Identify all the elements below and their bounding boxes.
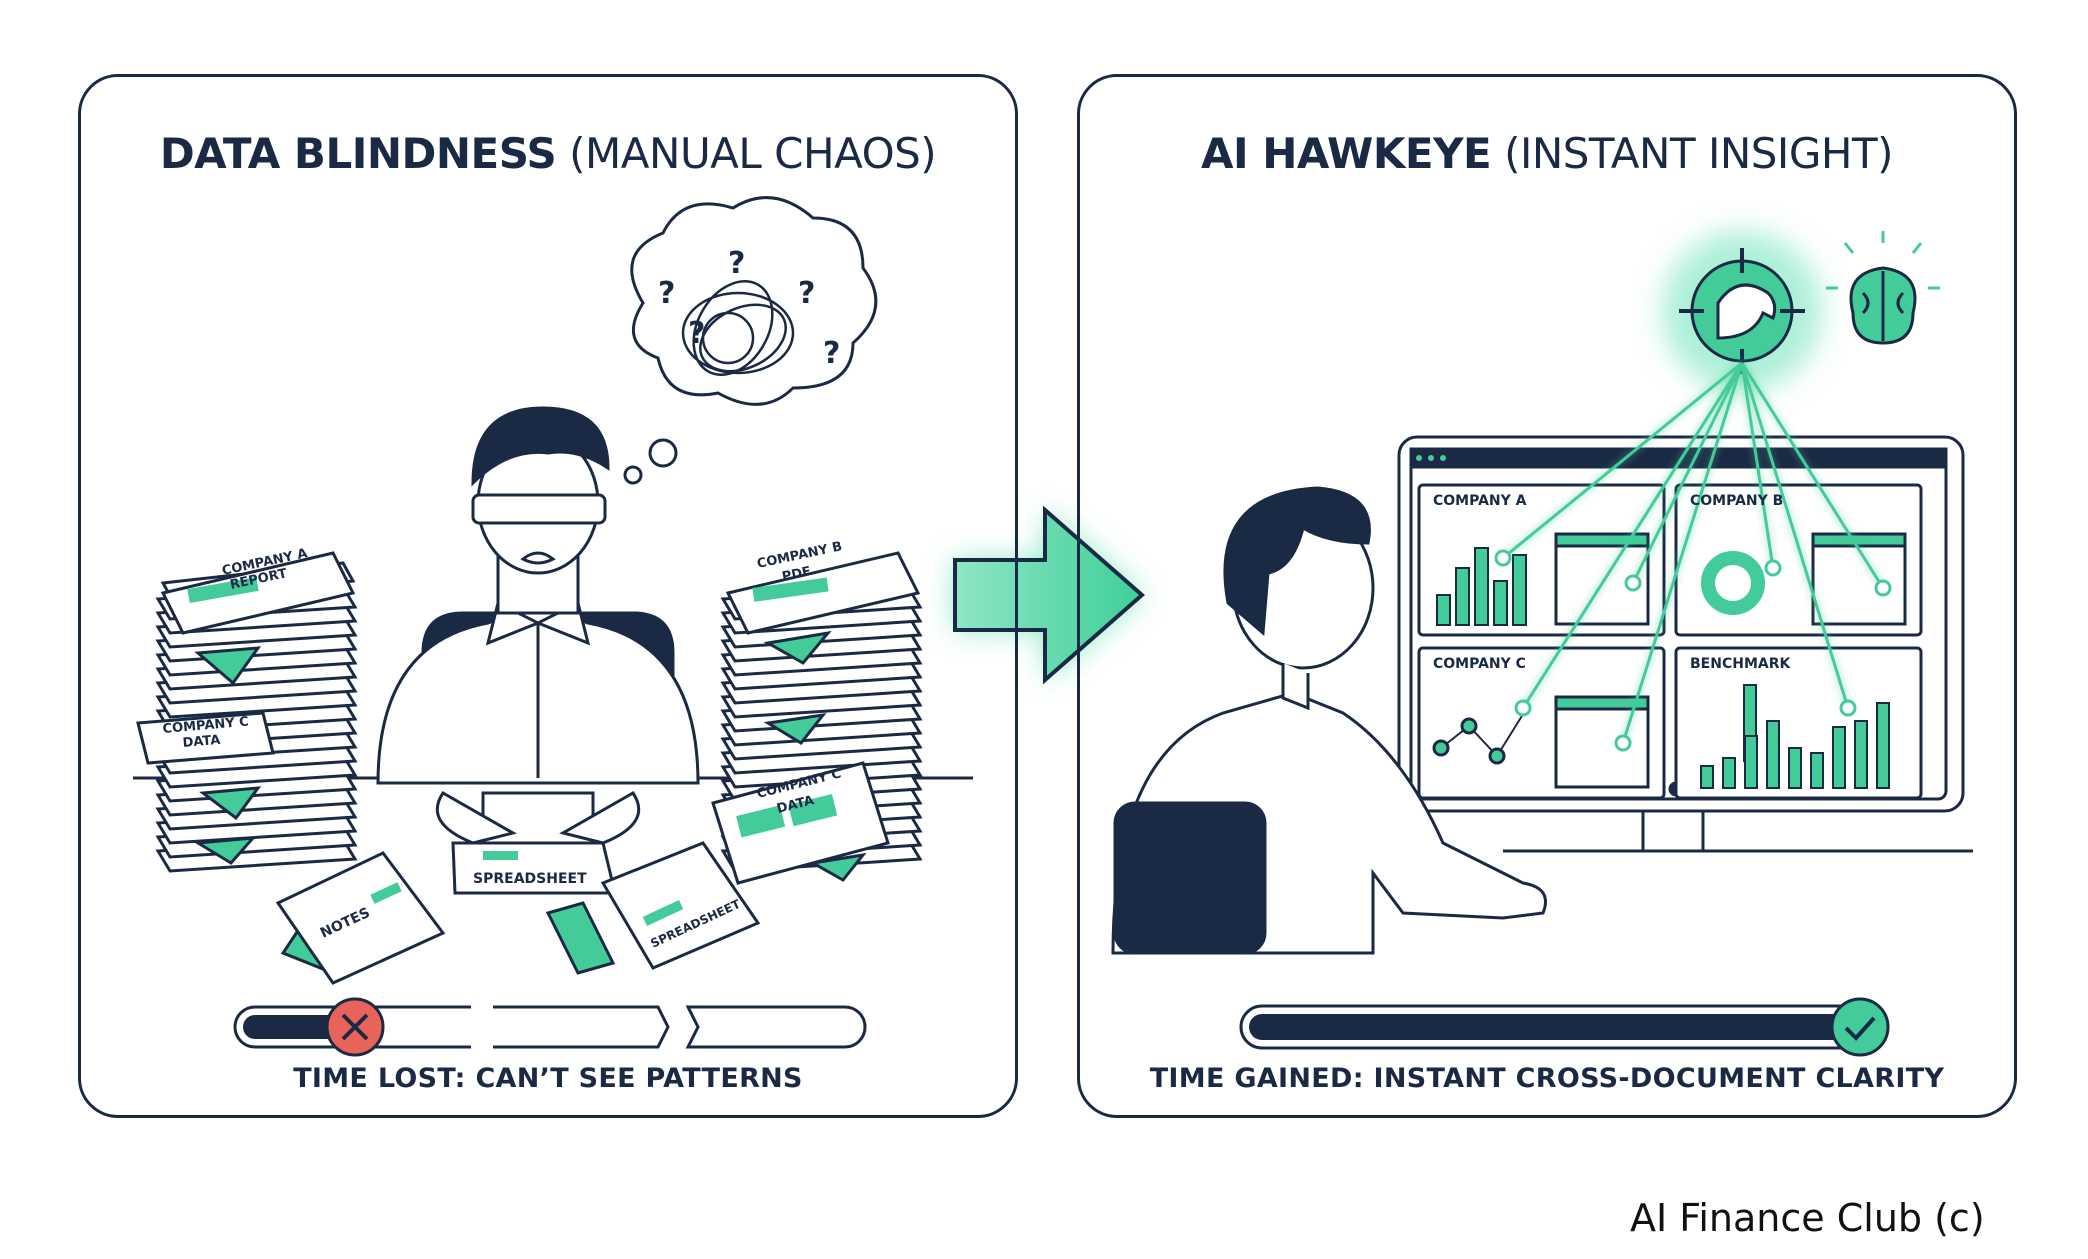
scattered-papers	[275, 841, 761, 985]
thought-bubble-icon: ? ? ? ? ?	[623, 196, 878, 485]
manual-chaos-illustration: ? ? ? ? ?	[133, 196, 973, 1057]
brain-icon	[1826, 231, 1940, 345]
title-bold: DATA BLINDNESS	[159, 129, 557, 178]
title-light: (MANUAL CHAOS)	[569, 129, 937, 178]
question-mark: ?	[658, 276, 675, 311]
ai-hawkeye-panel: AI HAWKEYE (INSTANT INSIGHT)	[1077, 74, 2017, 1118]
title-bold: AI HAWKEYE	[1201, 129, 1492, 178]
question-mark: ?	[688, 316, 705, 351]
doc-label: PDF	[781, 564, 813, 585]
insight-links	[1494, 361, 1892, 752]
question-mark: ?	[728, 246, 745, 281]
question-mark: ?	[823, 336, 840, 371]
panel-title: DATA BLINDNESS (MANUAL CHAOS)	[81, 129, 1015, 178]
copyright-footer: AI Finance Club (c)	[1630, 1196, 1985, 1240]
tile-label: COMPANY C	[1433, 656, 1526, 672]
hawk-target-icon	[1662, 231, 1822, 391]
blindfolded-person	[376, 406, 700, 885]
panel-title: AI HAWKEYE (INSTANT INSIGHT)	[1080, 129, 2014, 178]
panel-caption: TIME LOST: CAN’T SEE PATTERNS	[293, 1063, 803, 1094]
tile-label: COMPANY B	[1690, 493, 1783, 509]
document-stack-right	[711, 551, 922, 885]
doc-label: COMPANY C	[162, 715, 249, 737]
doc-label: DATA	[182, 733, 221, 751]
instant-insight-illustration: COMPANY A COMPANY B COMPANY C BENCHMARK	[1111, 231, 1973, 1057]
doc-label: SPREADSHEET	[473, 871, 587, 887]
title-light: (INSTANT INSIGHT)	[1504, 129, 1893, 178]
check-circle-icon	[1830, 997, 1890, 1057]
tile-label: COMPANY A	[1433, 493, 1527, 509]
data-blindness-panel: DATA BLINDNESS (MANUAL CHAOS) ? ? ? ? ?	[78, 74, 1018, 1118]
broken-progress-bar	[233, 997, 867, 1057]
monitor	[1397, 435, 1973, 853]
document-stack-left	[136, 551, 358, 873]
tile-label: BENCHMARK	[1690, 656, 1791, 672]
complete-progress-bar	[1239, 997, 1890, 1057]
analyst-person	[1111, 486, 1547, 955]
panel-caption: TIME GAINED: INSTANT CROSS-DOCUMENT CLAR…	[1149, 1063, 1945, 1094]
question-mark: ?	[798, 276, 815, 311]
